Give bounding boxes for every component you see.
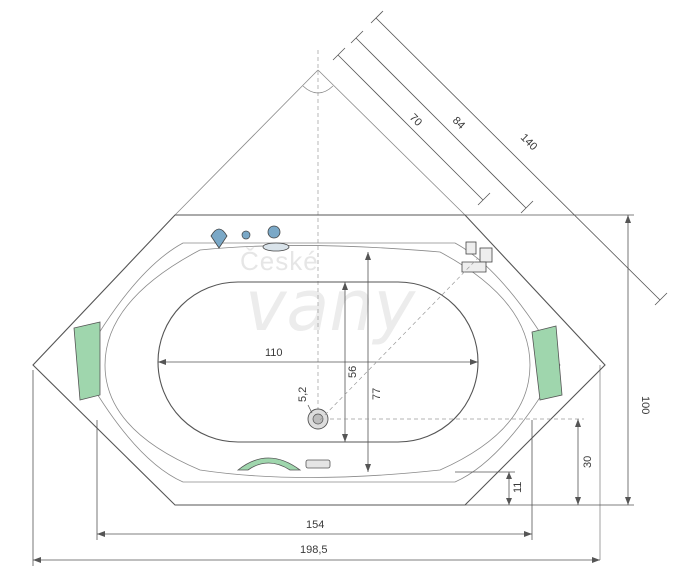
dim-basin-width <box>342 282 348 442</box>
dim-depth-total <box>465 214 634 506</box>
bottom-spout <box>236 457 302 471</box>
dim-rim-offset <box>455 471 515 505</box>
headrest-right <box>531 325 563 401</box>
dim-diag-140-label: 140 <box>518 132 539 153</box>
dim-drain-offset-label: 30 <box>582 456 594 468</box>
bottom-valve <box>305 459 331 469</box>
overflow-fitting <box>461 241 493 273</box>
dim-rim-offset-label: 11 <box>512 482 524 493</box>
dim-drain-leader <box>307 404 313 414</box>
dim-width-inner <box>96 420 533 540</box>
drain <box>307 408 329 430</box>
dim-inner-width-label: 77 <box>371 388 383 400</box>
dim-width-inner-label: 154 <box>306 519 324 531</box>
dim-inner-width <box>365 252 371 472</box>
diag-center-line <box>319 257 479 421</box>
corner-construction <box>174 50 601 560</box>
dim-drain-offset <box>330 418 584 505</box>
dim-basin-length <box>158 359 478 365</box>
dim-depth-total-label: 100 <box>639 396 651 414</box>
tub-inner-rim <box>79 242 561 483</box>
dim-diag-84-label: 84 <box>450 115 467 132</box>
headrest-left <box>73 321 101 401</box>
tub-inner-shell <box>104 245 531 478</box>
dim-basin-width-label: 56 <box>347 366 359 378</box>
dim-diag-70 <box>332 47 491 206</box>
faucet-group <box>210 225 290 252</box>
watermark-vany: vany <box>245 265 417 347</box>
dim-basin-length-label: 110 <box>265 347 283 359</box>
dim-width-total-label: 198,5 <box>300 544 328 556</box>
dim-width-total <box>32 370 600 566</box>
dim-drain-diameter-label: 5,2 <box>297 387 309 402</box>
dim-diag-84 <box>350 30 534 214</box>
dim-diag-140 <box>370 10 668 306</box>
